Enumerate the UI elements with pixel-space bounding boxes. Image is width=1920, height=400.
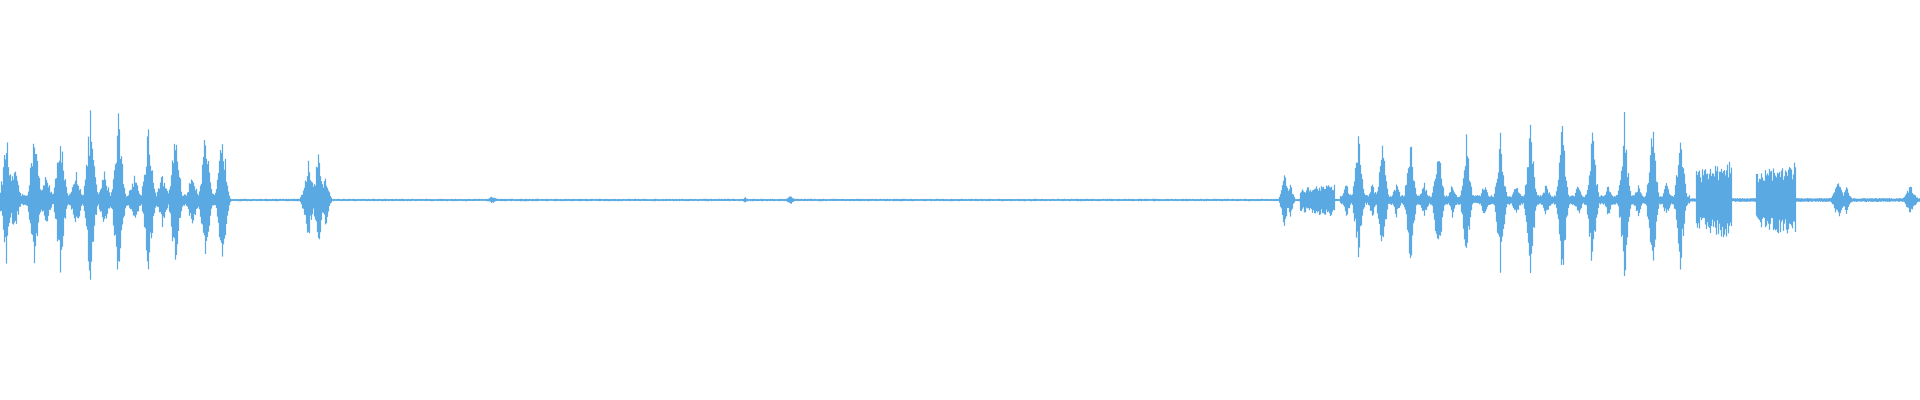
waveform-path bbox=[0, 110, 1920, 280]
waveform-bars bbox=[0, 110, 1920, 280]
